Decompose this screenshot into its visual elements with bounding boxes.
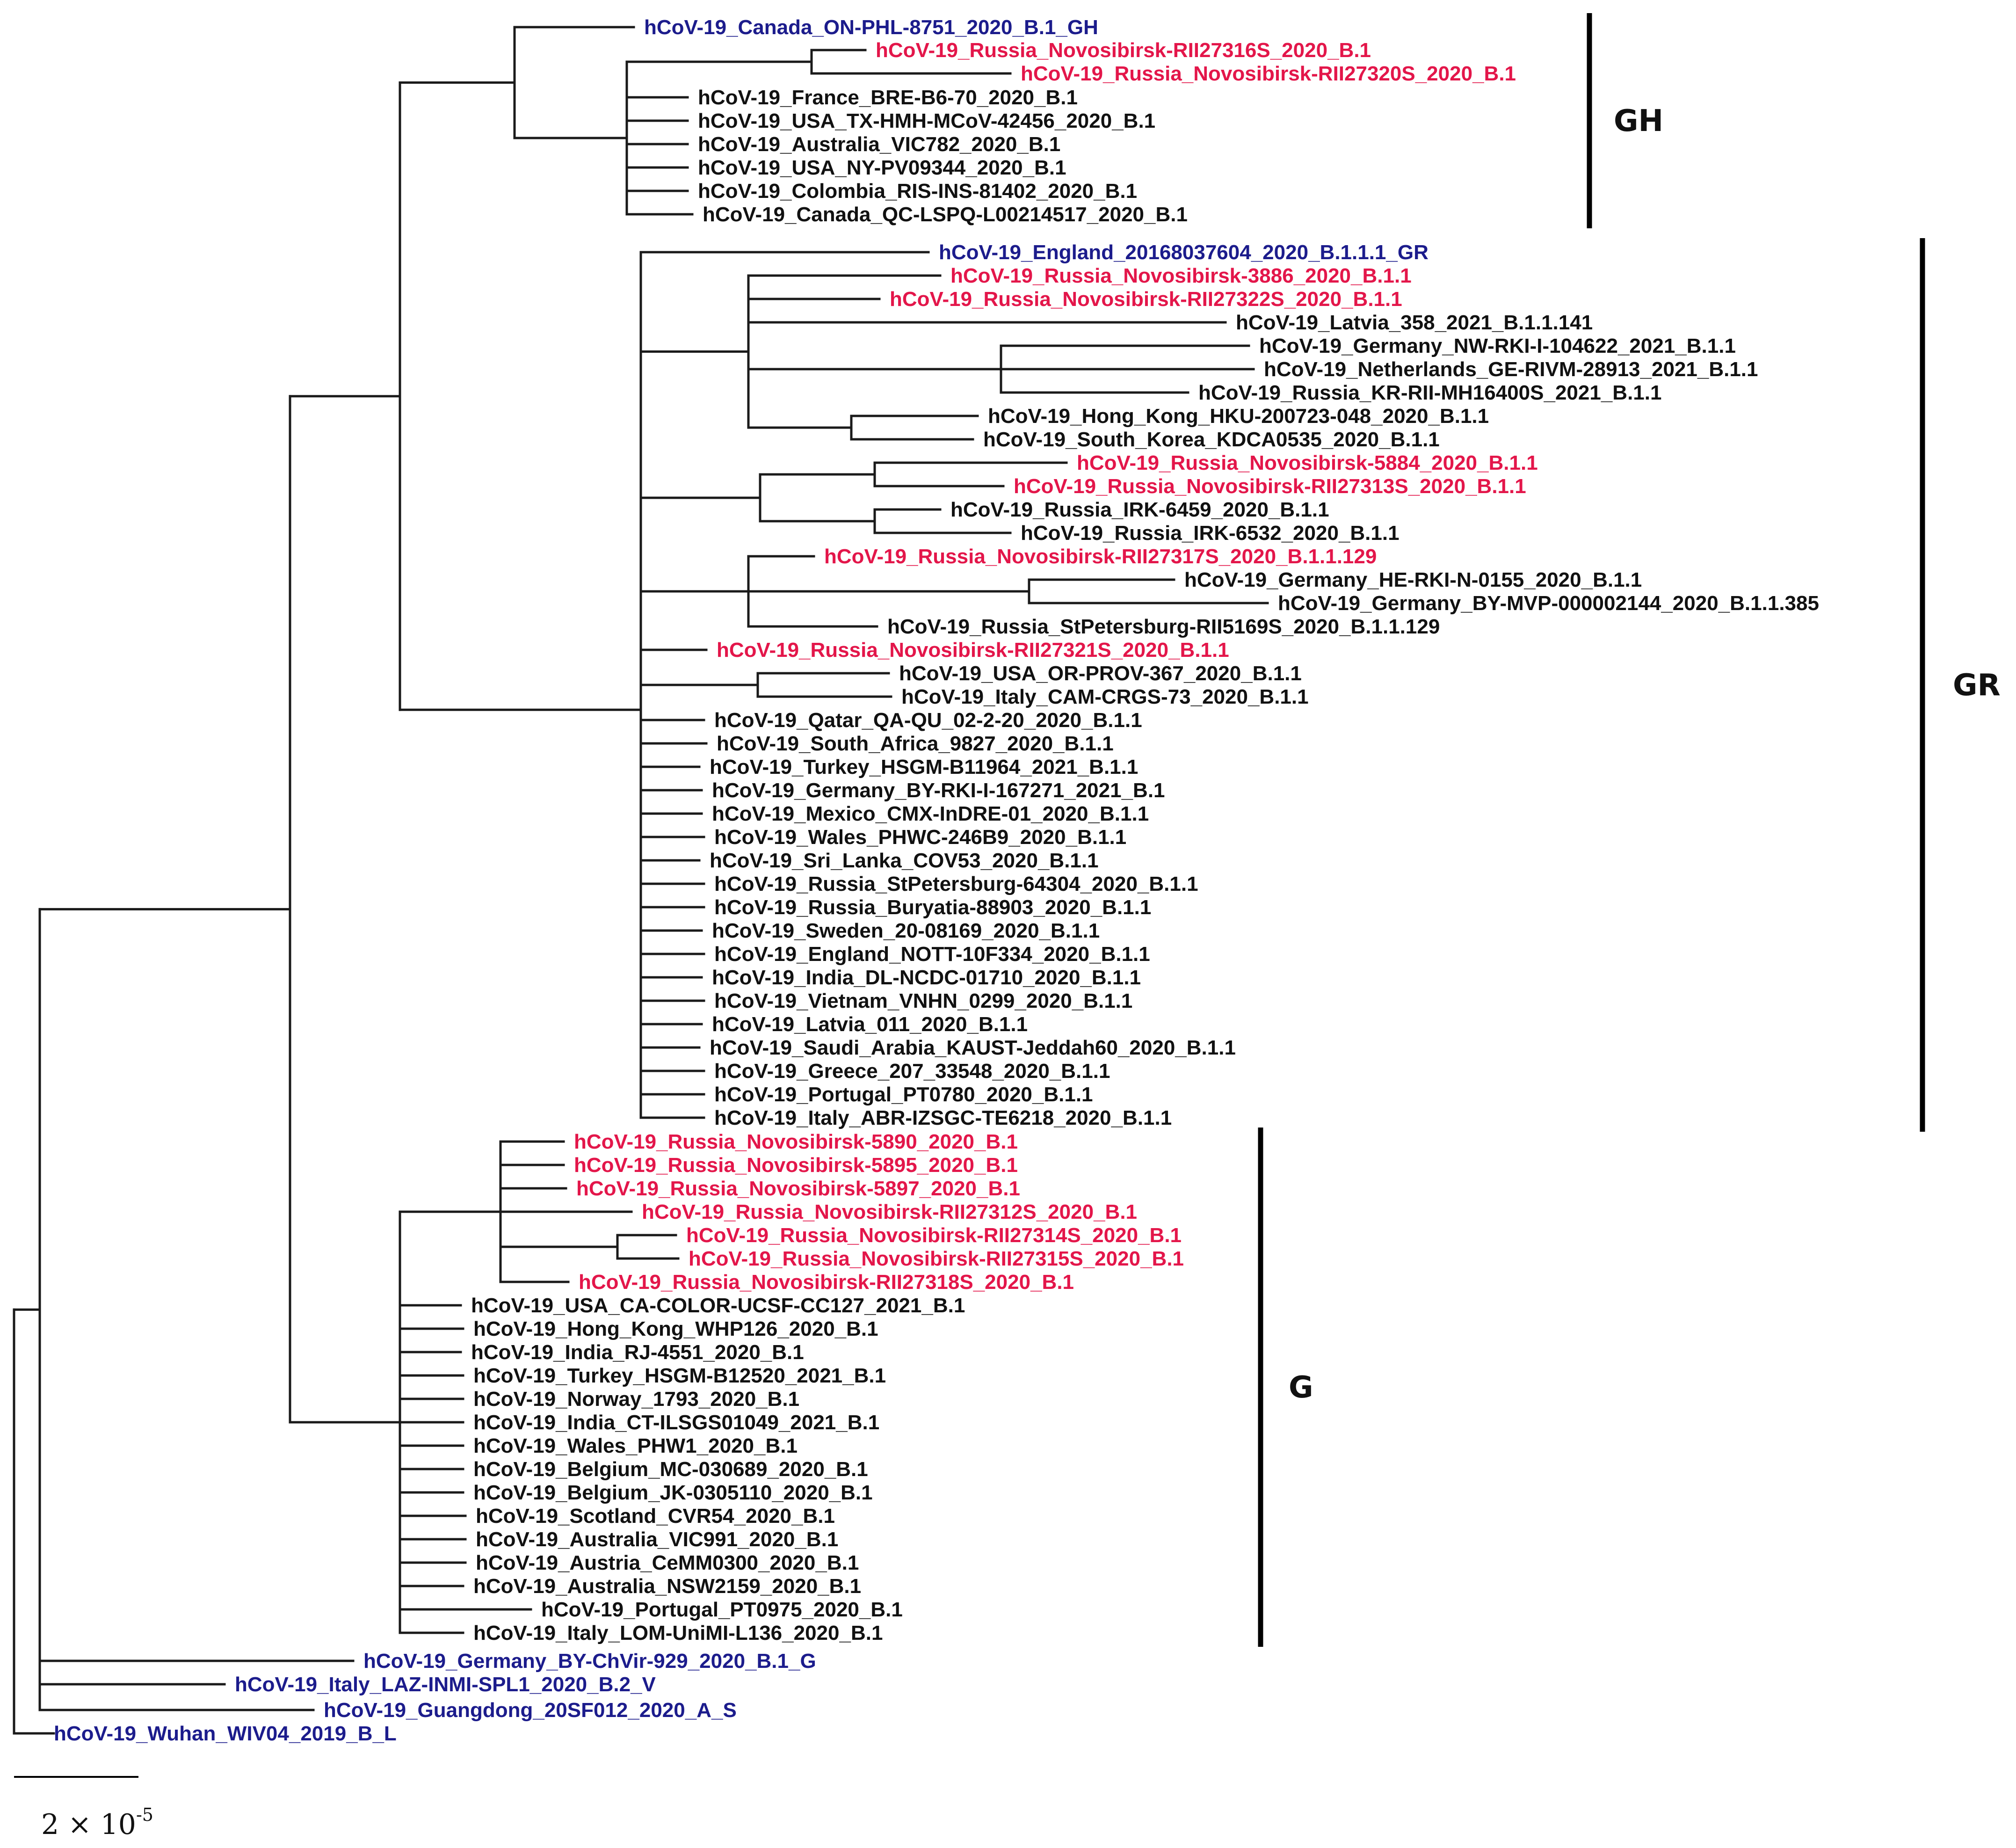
leaf-label-L24: hCoV-19_Qatar_QA-QU_02-2-20_2020_B.1.1 [714, 709, 1142, 732]
leaf-label-L58: hCoV-19_Scotland_CVR54_2020_B.1 [476, 1505, 835, 1528]
leaf-label-L39: hCoV-19_Greece_207_33548_2020_B.1.1 [714, 1060, 1110, 1083]
leaf-label-L2: hCoV-19_Russia_Novosibirsk-RII27320S_202… [1021, 62, 1516, 85]
leaf-label-L46: hCoV-19_Russia_Novosibirsk-RII27314S_202… [686, 1224, 1182, 1247]
leaf-label-L33: hCoV-19_Sweden_20-08169_2020_B.1.1 [712, 919, 1100, 942]
leaf-label-L10: hCoV-19_Russia_Novosibirsk-3886_2020_B.1… [950, 264, 1412, 287]
leaf-label-L4: hCoV-19_USA_TX-HMH-MCoV-42456_2020_B.1 [698, 109, 1155, 132]
leaf-label-L47: hCoV-19_Russia_Novosibirsk-RII27315S_202… [689, 1247, 1184, 1270]
leaf-label-L14: hCoV-19_Netherlands_GE-RIVM-28913_2021_B… [1264, 358, 1758, 381]
leaf-label-L0: hCoV-19_Canada_ON-PHL-8751_2020_B.1_GH [644, 16, 1098, 39]
leaf-label-L20b: hCoV-19_Russia_IRK-6532_2020_B.1.1 [1021, 522, 1400, 545]
leaf-label-L21: hCoV-19_Russia_Novosibirsk-RII27321S_202… [717, 639, 1229, 662]
leaf-label-L38: hCoV-19_Saudi_Arabia_KAUST-Jeddah60_2020… [710, 1036, 1236, 1059]
leaf-label-L52: hCoV-19_Turkey_HSGM-B12520_2021_B.1 [473, 1364, 886, 1387]
leaf-label-L45: hCoV-19_Russia_Novosibirsk-RII27312S_202… [642, 1200, 1137, 1223]
clade-brackets: GH GR G [1258, 13, 2001, 1647]
leaf-label-L54: hCoV-19_India_CT-ILSGS01049_2021_B.1 [473, 1411, 879, 1434]
leaf-label-L22b: hCoV-19_Germany_BY-MVP-000002144_2020_B.… [1278, 592, 1819, 615]
leaf-label-L60: hCoV-19_Austria_CeMM0300_2020_B.1 [476, 1551, 859, 1574]
leaf-label-L30: hCoV-19_Sri_Lanka_COV53_2020_B.1.1 [710, 849, 1099, 872]
leaf-label-L22: hCoV-19_Germany_HE-RKI-N-0155_2020_B.1.1 [1184, 568, 1642, 591]
tree-branches [13, 26, 1269, 1735]
leaf-label-L11: hCoV-19_Russia_Novosibirsk-RII27322S_202… [890, 288, 1402, 311]
leaf-label-L34: hCoV-19_England_NOTT-10F334_2020_B.1.1 [714, 943, 1150, 966]
leaf-labels: hCoV-19_Wuhan_WIV04_2019_B_L hCoV-19_Cana… [54, 16, 1819, 1745]
leaf-label-L57: hCoV-19_Belgium_JK-0305110_2020_B.1 [473, 1481, 873, 1504]
leaf-label-L51: hCoV-19_India_RJ-4551_2020_B.1 [471, 1341, 804, 1364]
leaf-label-L5: hCoV-19_Australia_VIC782_2020_B.1 [698, 133, 1060, 156]
leaf-label-L23: hCoV-19_Russia_StPetersburg-RII5169S_202… [887, 615, 1440, 638]
leaf-label-L40: hCoV-19_Portugal_PT0780_2020_B.1.1 [714, 1083, 1093, 1106]
leaf-label-L48: hCoV-19_Russia_Novosibirsk-RII27318S_202… [579, 1271, 1074, 1294]
leaf-label-L35: hCoV-19_India_DL-NCDC-01710_2020_B.1.1 [712, 966, 1141, 989]
leaf-label-L43: hCoV-19_Russia_Novosibirsk-5895_2020_B.1 [574, 1154, 1018, 1177]
leaf-label-L20: hCoV-19_Russia_IRK-6459_2020_B.1.1 [950, 498, 1329, 521]
leaf-label-Guang: hCoV-19_Guangdong_20SF012_2020_A_S [324, 1699, 737, 1722]
leaf-label-L36: hCoV-19_Vietnam_VNHN_0299_2020_B.1.1 [714, 989, 1132, 1012]
clade-label-gh: GH [1614, 104, 1663, 138]
leaf-label-L27: hCoV-19_Germany_BY-RKI-I-167271_2021_B.1 [712, 779, 1165, 802]
leaf-label-L61: hCoV-19_Australia_NSW2159_2020_B.1 [473, 1575, 861, 1598]
clade-label-g: G [1289, 1370, 1313, 1405]
leaf-label-L53: hCoV-19_Norway_1793_2020_B.1 [473, 1388, 799, 1411]
leaf-label-L19: hCoV-19_Russia_Novosibirsk-RII27313S_202… [1014, 475, 1526, 498]
leaf-label-L18: hCoV-19_Russia_Novosibirsk-5884_2020_B.1… [1077, 451, 1538, 474]
leaf-label-L59: hCoV-19_Australia_VIC991_2020_B.1 [476, 1528, 838, 1551]
clade-label-gr: GR [1953, 668, 2001, 703]
leaf-label-L24a: hCoV-19_USA_OR-PROV-367_2020_B.1.1 [899, 662, 1302, 685]
leaf-label-L9: hCoV-19_England_20168037604_2020_B.1.1.1… [939, 241, 1429, 264]
leaf-label-Italy_V: hCoV-19_Italy_LAZ-INMI-SPL1_2020_B.2_V [235, 1673, 656, 1696]
leaf-label-L15: hCoV-19_Russia_KR-RII-MH16400S_2021_B.1.… [1198, 381, 1661, 404]
leaf-label-L25: hCoV-19_South_Africa_9827_2020_B.1.1 [717, 732, 1114, 755]
leaf-label-L1: hCoV-19_Russia_Novosibirsk-RII27316S_202… [876, 39, 1371, 62]
leaf-label-L3: hCoV-19_France_BRE-B6-70_2020_B.1 [698, 86, 1078, 109]
leaf-label-L37: hCoV-19_Latvia_011_2020_B.1.1 [712, 1013, 1028, 1036]
leaf-label-L49: hCoV-19_USA_CA-COLOR-UCSF-CC127_2021_B.1 [471, 1294, 965, 1317]
leaf-label-L16: hCoV-19_Hong_Kong_HKU-200723-048_2020_B.… [988, 405, 1489, 428]
leaf-label-L41: hCoV-19_Italy_ABR-IZSGC-TE6218_2020_B.1.… [714, 1106, 1172, 1129]
leaf-label-L28: hCoV-19_Mexico_CMX-InDRE-01_2020_B.1.1 [712, 802, 1149, 825]
leaf-label-L32: hCoV-19_Russia_Buryatia-88903_2020_B.1.1 [714, 896, 1151, 919]
leaf-label-L26: hCoV-19_Turkey_HSGM-B11964_2021_B.1.1 [710, 756, 1138, 778]
leaf-label-L6: hCoV-19_USA_NY-PV09344_2020_B.1 [698, 156, 1066, 179]
leaf-label-L21a: hCoV-19_Russia_Novosibirsk-RII27317S_202… [824, 545, 1377, 568]
leaf-label-L50: hCoV-19_Hong_Kong_WHP126_2020_B.1 [473, 1317, 878, 1340]
scale-bar-label: 2 × 10-5 [41, 1804, 153, 1841]
leaf-label-L8: hCoV-19_Canada_QC-LSPQ-L00214517_2020_B.… [703, 203, 1188, 226]
leaf-label-L55: hCoV-19_Wales_PHW1_2020_B.1 [473, 1434, 798, 1457]
leaf-label-L31: hCoV-19_Russia_StPetersburg-64304_2020_B… [714, 873, 1198, 895]
leaf-label-L62: hCoV-19_Portugal_PT0975_2020_B.1 [541, 1598, 903, 1621]
leaf-label-L17: hCoV-19_South_Korea_KDCA0535_2020_B.1.1 [983, 428, 1440, 451]
leaf-label-L29: hCoV-19_Wales_PHWC-246B9_2020_B.1.1 [714, 826, 1126, 849]
leaf-label-L42: hCoV-19_Russia_Novosibirsk-5890_2020_B.1 [574, 1130, 1018, 1153]
leaf-label-L7: hCoV-19_Colombia_RIS-INS-81402_2020_B.1 [698, 180, 1137, 203]
leaf-label-L13: hCoV-19_Germany_NW-RKI-I-104622_2021_B.1… [1259, 335, 1736, 357]
leaf-label-Wuhan: hCoV-19_Wuhan_WIV04_2019_B_L [54, 1722, 397, 1745]
leaf-label-L12: hCoV-19_Latvia_358_2021_B.1.1.141 [1236, 311, 1593, 334]
leaf-label-L24b: hCoV-19_Italy_CAM-CRGS-73_2020_B.1.1 [901, 685, 1309, 708]
leaf-label-L44: hCoV-19_Russia_Novosibirsk-5897_2020_B.1 [576, 1177, 1020, 1200]
leaf-label-Germany_G: hCoV-19_Germany_BY-ChVir-929_2020_B.1_G [363, 1650, 816, 1673]
scale-bar: 2 × 10-5 [14, 1776, 153, 1841]
leaf-label-L56: hCoV-19_Belgium_MC-030689_2020_B.1 [473, 1458, 868, 1481]
leaf-label-L63: hCoV-19_Italy_LOM-UniMI-L136_2020_B.1 [473, 1622, 883, 1644]
